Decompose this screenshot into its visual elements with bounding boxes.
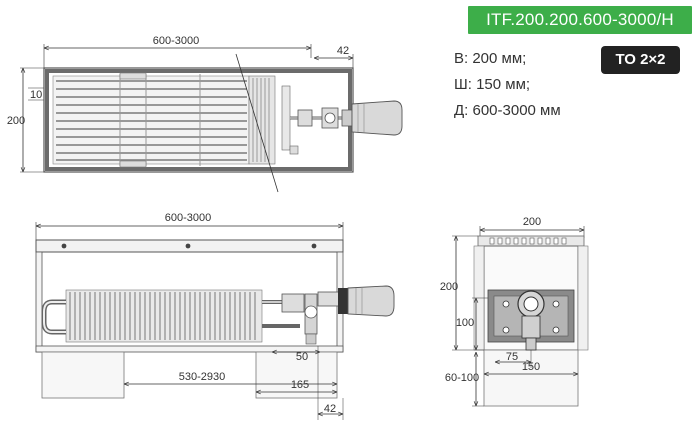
- top-view: 600-3000 42 200 10: [7, 35, 403, 193]
- side-dim-75: 75: [506, 351, 518, 363]
- side-dim-150: 150: [522, 361, 540, 373]
- spec-width: Ш: 150 мм;: [454, 76, 531, 93]
- spec-height: В: 200 мм;: [454, 50, 527, 67]
- front-inner-dim: 530-2930: [179, 371, 226, 383]
- side-width-dim: 200: [523, 216, 541, 228]
- top-height-dim: 200: [7, 115, 25, 127]
- front-dim-42: 42: [324, 403, 336, 415]
- top-fin-dim: 10: [30, 89, 42, 101]
- model-code-badge: ITF.200.200.600-3000/H: [468, 6, 692, 34]
- front-dim-165: 165: [291, 379, 309, 391]
- heat-exchanger-badge: ТО 2×2: [601, 46, 680, 74]
- side-height-dim: 200: [440, 281, 458, 293]
- top-offset-dim: 42: [337, 45, 349, 57]
- side-dim-100: 100: [456, 317, 474, 329]
- spec-length: Д: 600-3000 мм: [454, 102, 561, 119]
- front-dim-50: 50: [296, 351, 308, 363]
- side-view: 200 200 100: [440, 216, 589, 407]
- top-length-dim: 600-3000: [153, 35, 200, 47]
- specs-list: В: 200 мм; Ш: 150 мм; Д: 600-3000 мм: [454, 46, 561, 124]
- side-leg-dim: 60-100: [445, 372, 479, 384]
- front-length-dim: 600-3000: [165, 212, 212, 224]
- front-view: 600-3000: [35, 212, 395, 420]
